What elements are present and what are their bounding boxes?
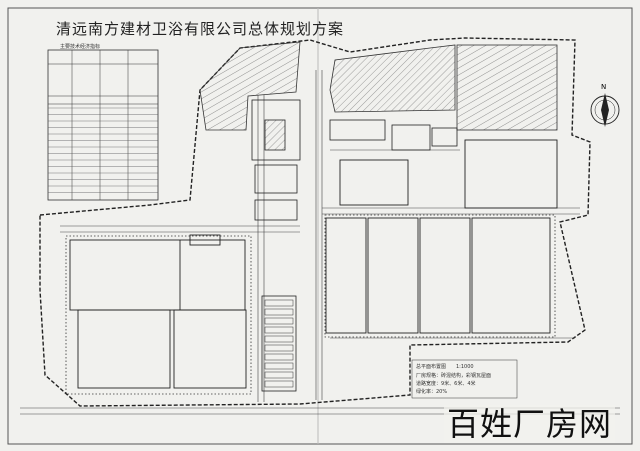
notes-block: 总平面布置图 1:1000 厂房规格：砖混结构，彩钢瓦屋面 道路宽度：9米、6米… bbox=[411, 359, 518, 399]
buildings-central bbox=[251, 99, 458, 221]
dorm-unit bbox=[264, 335, 294, 343]
dotted-outline-west bbox=[65, 235, 252, 395]
table-caption: 主要技术经济指标 bbox=[60, 43, 100, 50]
buildings-east bbox=[325, 139, 558, 334]
buildings-west bbox=[69, 234, 247, 389]
note-1: 厂房规格：砖混结构，彩钢瓦屋面 bbox=[416, 372, 491, 379]
dorm-blocks bbox=[261, 295, 297, 392]
dorm-unit bbox=[264, 326, 294, 334]
plan-scale: 1:1000 bbox=[456, 364, 474, 370]
dotted-outline-east bbox=[324, 214, 556, 338]
site-boundary bbox=[39, 37, 591, 407]
document-title: 清远南方建材卫浴有限公司总体规划方案 bbox=[56, 20, 345, 38]
dorm-unit bbox=[264, 362, 294, 370]
dorm-unit bbox=[264, 380, 294, 388]
hatched-area-northeast bbox=[329, 44, 456, 113]
sheet-border bbox=[7, 7, 633, 445]
dorm-unit bbox=[264, 308, 294, 316]
dorm-unit bbox=[264, 299, 294, 307]
plan-caption: 总平面布置图 bbox=[416, 363, 446, 370]
dorm-unit bbox=[264, 371, 294, 379]
watermark-text: 百姓厂房网 bbox=[444, 405, 616, 443]
note-3: 绿化率：20% bbox=[416, 388, 447, 395]
dorm-unit bbox=[264, 317, 294, 325]
hatched-area-east bbox=[456, 44, 558, 131]
dorm-unit bbox=[264, 353, 294, 361]
hatched-area-north bbox=[199, 41, 301, 131]
stats-table bbox=[47, 49, 159, 201]
compass-north-label: N bbox=[601, 83, 606, 91]
dorm-unit bbox=[264, 344, 294, 352]
compass-rose: N bbox=[590, 83, 620, 127]
note-2: 道路宽度：9米、6米、4米 bbox=[416, 380, 476, 387]
